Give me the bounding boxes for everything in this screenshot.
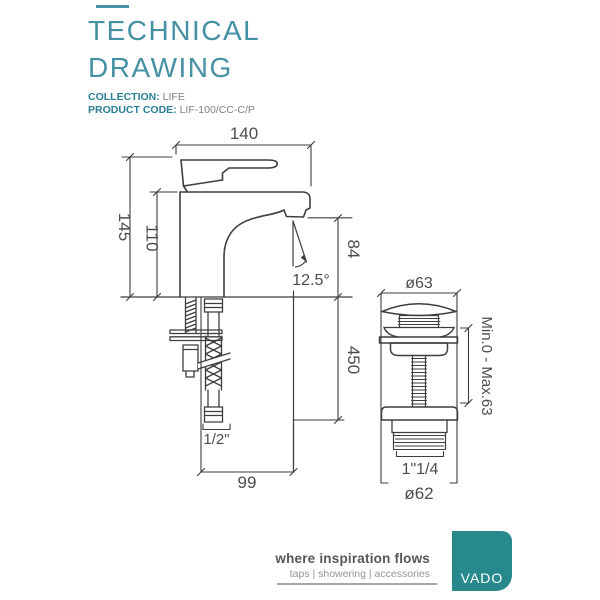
faucet-outline [120,159,353,298]
vado-logo: VADO [452,531,512,591]
dim-waste-adjustment: Min.0 - Max.63 [478,316,495,415]
dim-waste-thread: 1"1/4 [402,461,439,478]
footer-divider [277,583,437,585]
dim-spout-height: 84 [344,240,363,259]
dim-hose-connection: 1/2" [203,431,229,448]
dim-projection: 99 [238,473,257,492]
brand-tagline: where inspiration flows [275,551,430,566]
dim-total-height: 145 [115,213,134,241]
dim-body-height: 110 [143,224,162,251]
waste-dimension-labels: ø63 Min.0 - Max.63 1"1/4 ø62 [402,275,495,503]
dim-waste-top-diameter: ø63 [405,275,433,292]
faucet-dimension-lines [121,140,353,477]
product-meta: COLLECTION: LIFE PRODUCT CODE: LIF-100/C… [88,91,260,116]
faucet-tail-and-hose [169,296,231,423]
waste-dimension-lines [376,288,473,484]
page-title: TECHNICAL DRAWING [88,12,260,86]
dim-tail-length: 450 [344,346,363,374]
vado-logo-text: VADO [460,570,504,586]
product-code-value: LIF-100/CC-C/P [179,103,255,116]
page-title-line2: DRAWING [88,52,233,83]
product-code-row: PRODUCT CODE: LIF-100/CC-C/P [88,104,260,117]
dim-waste-base-diameter: ø62 [404,484,433,503]
waste-outline [378,303,459,451]
page-title-line1: TECHNICAL [88,15,261,46]
collection-row: COLLECTION: LIFE [88,91,260,104]
collection-value: LIFE [162,91,185,103]
teal-accent-rule [96,5,129,8]
dim-spout-width: 140 [230,124,258,143]
faucet-dimension-labels: 140 145 110 84 12.5° 450 99 1/2" [115,124,363,492]
spray-angle-lines [292,220,308,473]
collection-label: COLLECTION: [88,91,160,103]
product-code-label: PRODUCT CODE: [88,103,177,116]
dim-spray-angle: 12.5° [292,272,330,289]
header: TECHNICAL DRAWING COLLECTION: LIFE PRODU… [88,5,260,116]
brand-subline: taps | showering | accessories [289,568,430,580]
